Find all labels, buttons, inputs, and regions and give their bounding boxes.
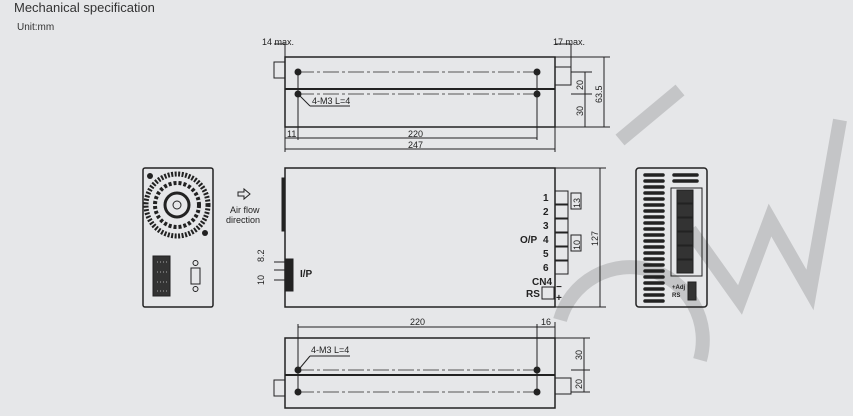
- side-view: [274, 167, 606, 308]
- output-label: O/P: [520, 235, 538, 246]
- bottom-view: [273, 322, 590, 409]
- dim-height: 63.5: [594, 85, 604, 103]
- unit-label: Unit:mm: [17, 22, 55, 33]
- dim-pin-pitch: 10: [256, 275, 266, 285]
- dim-30-bottom: 30: [574, 350, 584, 360]
- watermark: [553, 84, 847, 362]
- dim-pin-pitch-top: 8.2: [256, 249, 266, 262]
- airflow-label-1: Air flow: [230, 205, 260, 215]
- dim-width: 127: [590, 231, 600, 246]
- mounting-hole-icons: [147, 173, 208, 236]
- dim-20-top: 20: [575, 80, 585, 90]
- input-pin-2: 2: [288, 269, 294, 280]
- dim-13: 13: [572, 198, 582, 208]
- output-pin-1: 1: [543, 193, 549, 204]
- input-pin-1: 1: [288, 258, 294, 269]
- dim-10: 10: [572, 240, 582, 250]
- input-label: I/P: [300, 269, 313, 280]
- input-pin-3: 3: [288, 280, 294, 291]
- rs-minus: −: [556, 282, 562, 293]
- dim-hole-span-top: 220: [408, 129, 423, 139]
- output-pin-4: 4: [543, 235, 549, 246]
- output-terminals: [554, 190, 569, 275]
- page-title: Mechanical specification: [14, 0, 155, 15]
- screw-note-bottom: 4-M3 L=4: [311, 345, 349, 355]
- dim-20-bottom: 20: [574, 379, 584, 389]
- dim-hole-offset: 11: [287, 129, 296, 139]
- output-pin-6: 6: [543, 263, 549, 274]
- output-pin-2: 2: [543, 207, 549, 218]
- adj-label: +Adj: [672, 285, 686, 291]
- rear-rs-label: RS: [672, 293, 680, 299]
- top-view: [273, 43, 610, 152]
- dim-30-top: 30: [575, 106, 585, 116]
- output-pin-5: 5: [543, 249, 549, 260]
- front-view: [142, 167, 214, 308]
- rs-label: RS: [526, 289, 540, 300]
- rear-view: [635, 167, 708, 308]
- airflow-label-2: direction: [226, 215, 260, 225]
- connector-label: CN4: [532, 277, 552, 288]
- dim-right-max: 17 max.: [553, 37, 585, 47]
- airflow-arrow-icon: [237, 187, 251, 201]
- output-pin-3: 3: [543, 221, 549, 232]
- rs-plus: +: [556, 293, 562, 304]
- dim-length: 247: [408, 140, 423, 150]
- screw-note-top: 4-M3 L=4: [312, 96, 350, 106]
- dim-hole-span-bottom: 220: [410, 317, 425, 327]
- dim-left-max: 14 max.: [262, 37, 294, 47]
- dim-16: 16: [541, 317, 551, 327]
